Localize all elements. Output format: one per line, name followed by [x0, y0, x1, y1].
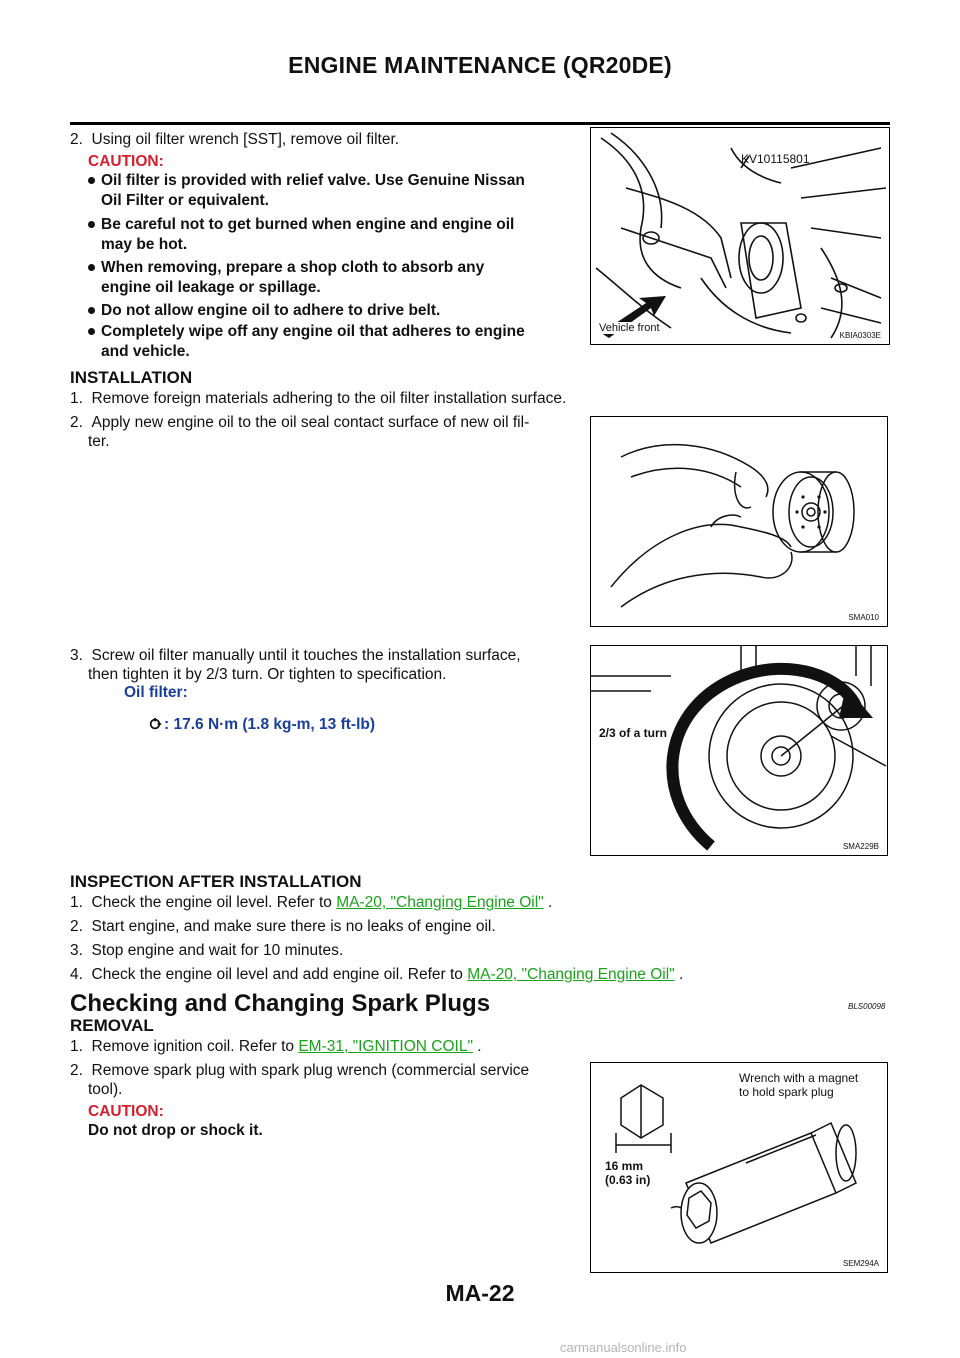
turn-arrow-icon	[839, 686, 873, 718]
caution-label: CAUTION:	[88, 153, 164, 170]
installation-heading: INSTALLATION	[70, 368, 193, 387]
inspection-step-4: 4. Check the engine oil level and add en…	[70, 965, 683, 984]
torque-value: : 17.6 N·m (1.8 kg-m, 13 ft-lb)	[164, 716, 376, 733]
step-text: 1. Check the engine oil level. Refer to	[70, 894, 337, 911]
figure-two-thirds-turn: 2/3 of a turn SMA229B	[590, 645, 888, 856]
bullet-icon	[88, 221, 95, 229]
step-text: 2. Remove spark plug with spark plug wre…	[70, 1062, 530, 1079]
vehicle-front-label: Vehicle front	[599, 322, 660, 334]
ignition-coil-link[interactable]: EM-31, "IGNITION COIL"	[298, 1038, 473, 1055]
bullet-text: Be careful not to get burned when engine…	[101, 216, 515, 233]
step-text: .	[674, 966, 684, 983]
caution-bullet: Oil filter is provided with relief valve…	[88, 171, 583, 211]
figure-oil-filter-wrench: KV10115801 Vehicle front KBIA0303E	[590, 127, 890, 345]
section-title: Checking and Changing Spark Plugs	[70, 990, 491, 1017]
caution-bullet: Be careful not to get burned when engine…	[88, 215, 583, 255]
caution-text: Do not drop or shock it.	[88, 1122, 263, 1139]
step-text: 2. Apply new engine oil to the oil seal …	[70, 414, 530, 431]
bullet-icon	[88, 264, 95, 272]
step-text: 3. Screw oil filter manually until it to…	[70, 647, 521, 664]
caution-bullet: Completely wipe off any engine oil that …	[88, 322, 583, 362]
spark-step-1: 1. Remove ignition coil. Refer to EM-31,…	[70, 1037, 482, 1056]
engine-illustration	[595, 132, 887, 339]
step-text: .	[543, 894, 553, 911]
inspection-step-2: 2. Start engine, and make sure there is …	[70, 918, 496, 935]
inspection-heading: INSPECTION AFTER INSTALLATION	[70, 872, 362, 891]
spec-label: Oil filter:	[124, 684, 188, 701]
bullet-icon	[88, 307, 95, 315]
label-text: Wrench with a magnet	[739, 1071, 859, 1085]
step-text: 1. Remove ignition coil. Refer to	[70, 1038, 299, 1055]
figure-id: KBIA0303E	[839, 331, 881, 340]
header-divider	[70, 122, 890, 125]
changing-engine-oil-link[interactable]: MA-20, "Changing Engine Oil"	[467, 966, 675, 983]
bullet-text: When removing, prepare a shop cloth to a…	[101, 259, 485, 276]
installation-step-2: 2. Apply new engine oil to the oil seal …	[70, 413, 580, 451]
caution-label: CAUTION:	[88, 1103, 164, 1120]
page-header-title: ENGINE MAINTENANCE (QR20DE)	[288, 52, 672, 78]
wrench-label: Wrench with a magnet to hold spark plug	[739, 1071, 858, 1099]
caution-bullet: Do not allow engine oil to adhere to dri…	[88, 301, 583, 321]
bullet-text: and vehicle.	[101, 343, 190, 360]
dimension-label: 16 mm (0.63 in)	[605, 1159, 650, 1187]
figure-id: SMA010	[848, 613, 879, 622]
inspection-step-3: 3. Stop engine and wait for 10 minutes.	[70, 942, 344, 959]
tool-label: KV10115801	[741, 152, 810, 166]
step-text: tool).	[88, 1081, 123, 1098]
step-text: ter.	[88, 433, 110, 450]
label-text: to hold spark plug	[739, 1085, 834, 1099]
filter-turn-illustration	[591, 646, 887, 851]
bullet-text: engine oil leakage or spillage.	[101, 279, 321, 296]
caution-bullet: When removing, prepare a shop cloth to a…	[88, 258, 583, 298]
bullet-text: Do not allow engine oil to adhere to dri…	[101, 302, 441, 319]
removal-heading: REMOVAL	[70, 1016, 154, 1035]
removal-step-2: 2. Using oil filter wrench [SST], remove…	[70, 131, 400, 148]
figure-apply-oil: SMA010	[590, 416, 888, 627]
changing-engine-oil-link[interactable]: MA-20, "Changing Engine Oil"	[336, 894, 544, 911]
installation-step-3: 3. Screw oil filter manually until it to…	[70, 646, 580, 684]
bullet-icon	[88, 328, 95, 336]
bullet-text: Completely wipe off any engine oil that …	[101, 323, 525, 340]
section-code: BLS00098	[848, 1002, 886, 1011]
figure-spark-plug-wrench: Wrench with a magnet to hold spark plug …	[590, 1062, 888, 1273]
inspection-step-1: 1. Check the engine oil level. Refer to …	[70, 893, 552, 912]
label-text: (0.63 in)	[605, 1173, 651, 1187]
page-number: MA-22	[445, 1280, 515, 1306]
turn-label: 2/3 of a turn	[599, 726, 668, 740]
step-text: 4. Check the engine oil level and add en…	[70, 966, 468, 983]
torque-icon	[148, 717, 162, 731]
step-text: then tighten it by 2/3 turn. Or tighten …	[88, 666, 447, 683]
bullet-text: Oil filter is provided with relief valve…	[101, 172, 525, 189]
spark-wrench-illustration	[615, 1084, 857, 1244]
installation-step-1: 1. Remove foreign materials adhering to …	[70, 390, 567, 407]
bullet-text: may be hot.	[101, 236, 188, 253]
figure-id: SMA229B	[842, 842, 879, 851]
step-text: .	[472, 1038, 482, 1055]
torque-spec: : 17.6 N·m (1.8 kg-m, 13 ft-lb)	[148, 716, 375, 734]
bullet-icon	[88, 177, 95, 185]
watermark: carmanualsonline.info	[560, 1340, 687, 1355]
figure-id: SEM294A	[842, 1259, 879, 1268]
label-text: 16 mm	[605, 1159, 644, 1173]
hands-filter-illustration	[610, 443, 855, 608]
bullet-text: Oil Filter or equivalent.	[101, 192, 269, 209]
spark-step-2: 2. Remove spark plug with spark plug wre…	[70, 1061, 580, 1099]
